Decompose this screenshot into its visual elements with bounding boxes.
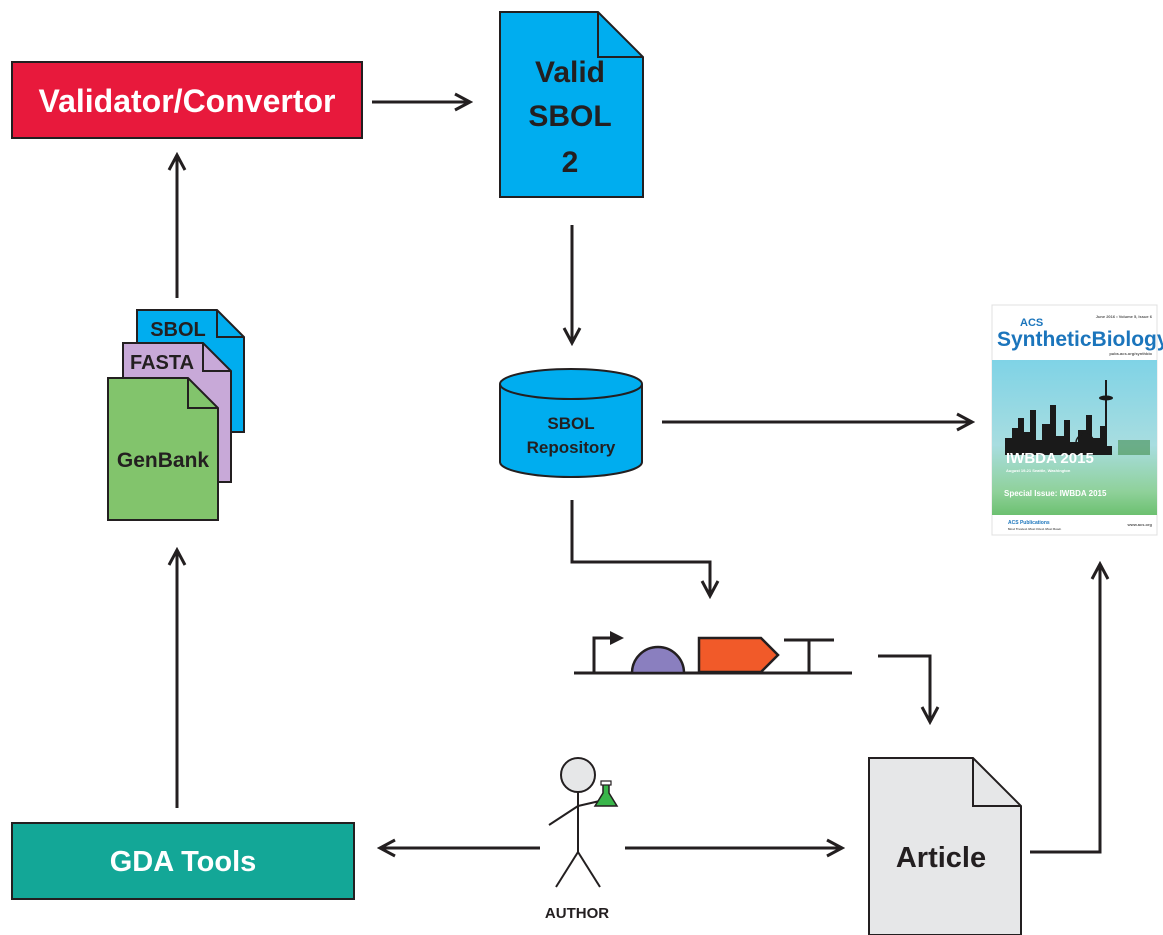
- valid-sbol-line-2: SBOL: [528, 100, 611, 133]
- author-label: AUTHOR: [545, 905, 609, 922]
- arrow-circuit-to-article: [878, 654, 930, 722]
- article-document: Article: [868, 757, 1022, 935]
- valid-sbol-document: Valid SBOL 2: [499, 11, 644, 198]
- repository-line-1: SBOL: [547, 414, 594, 433]
- sbol-repository-database: SBOL Repository: [499, 368, 643, 478]
- cover-issue-line: June 2016 • Volume 5, Issue 6: [1096, 314, 1153, 319]
- gda-tools-label: GDA Tools: [110, 846, 257, 878]
- flask-icon: [593, 780, 619, 807]
- sbol-file-label: SBOL: [150, 319, 206, 341]
- acs-synthetic-biology-cover: June 2016 • Volume 5, Issue 6 ACS Synthe…: [991, 304, 1163, 536]
- cover-title-synthetic: Synthetic: [997, 328, 1092, 351]
- coding-sequence-glyph: [697, 636, 780, 674]
- fasta-file-label: FASTA: [130, 352, 194, 374]
- cover-publisher: ACS Publications: [1008, 520, 1050, 526]
- arrow-repository-to-circuit: [570, 500, 710, 596]
- promoter-glyph: [592, 631, 624, 673]
- ribosome-binding-site-glyph: [630, 645, 686, 675]
- cover-acs: ACS: [1020, 317, 1043, 329]
- cover-special: Special Issue: IWBDA 2015: [1004, 489, 1107, 498]
- cover-event-sub: August 19-21 Seattle, Washington: [1006, 468, 1071, 473]
- cover-skyline: [1005, 405, 1112, 455]
- valid-sbol-line-3: 2: [562, 146, 579, 179]
- cover-title-biology: Biology: [1092, 328, 1163, 351]
- cover-publisher-sub: Most Trusted. Most Cited. Most Read.: [1008, 527, 1062, 531]
- terminator-glyph: [784, 638, 834, 673]
- valid-sbol-line-1: Valid: [535, 56, 605, 89]
- input-file-stack: SBOL FASTA GenBank: [107, 309, 245, 521]
- article-label: Article: [896, 842, 986, 874]
- cover-title: SyntheticBiology: [997, 328, 1163, 351]
- cover-event: IWBDA 2015: [1006, 450, 1094, 467]
- validator-convertor-box: Validator/Convertor: [11, 61, 363, 139]
- genbank-file-label: GenBank: [117, 449, 210, 472]
- cover-url: pubs.acs.org/synthbio: [1109, 351, 1152, 356]
- cover-site: www.acs.org: [1126, 522, 1152, 527]
- repository-line-2: Repository: [527, 438, 616, 457]
- sbol-visual-circuit: [574, 631, 852, 675]
- arrow-article-to-journal: [1030, 564, 1100, 854]
- author-head: [560, 757, 596, 793]
- gda-tools-box: GDA Tools: [11, 822, 355, 900]
- validator-convertor-label: Validator/Convertor: [39, 83, 336, 119]
- genbank-file: GenBank: [107, 377, 219, 521]
- author-figure: [548, 757, 619, 888]
